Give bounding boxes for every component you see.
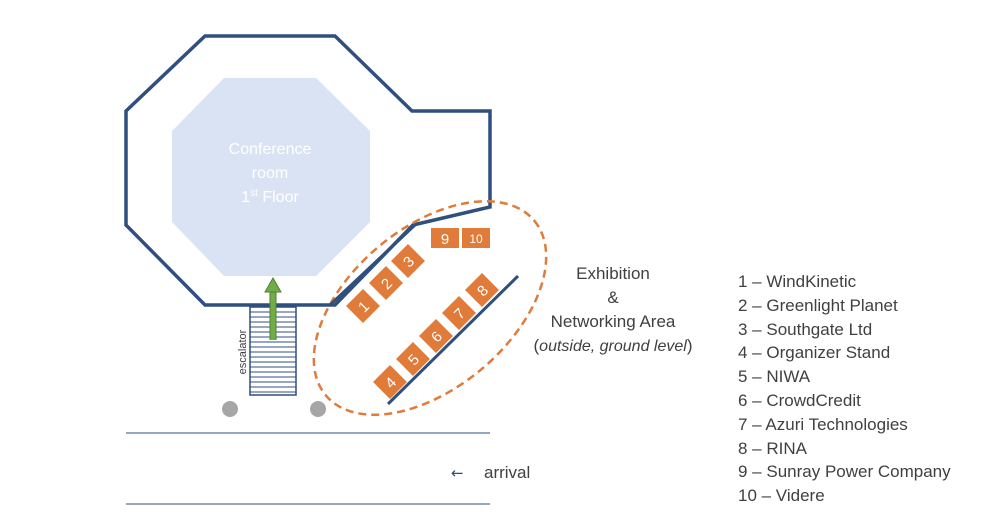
escalator-steps (250, 311, 296, 393)
legend-item: 4 – Organizer Stand (738, 343, 891, 363)
exhibition-label-line3: Networking Area (551, 312, 676, 331)
booth-9: 9 (431, 228, 459, 248)
legend-item: 8 – RINA (738, 438, 807, 458)
booth-7: 7 (442, 296, 476, 330)
booth-4: 4 (373, 365, 407, 399)
legend-item: 5 – NIWA (738, 367, 811, 387)
escalator (249, 306, 297, 396)
legend-item: 9 – Sunray Power Company (738, 462, 951, 482)
exhibition-label-line4: (outside, ground level) (534, 336, 693, 355)
conference-room (172, 78, 370, 276)
exhibition-label-location: outside, ground level (539, 338, 687, 355)
booth-9-label: 9 (441, 231, 449, 248)
conference-room-label-line2: room (252, 165, 288, 182)
conference-room-label-line3: 1st Floor (241, 188, 299, 206)
legend-item: 3 – Southgate Ltd (738, 319, 873, 339)
legend-item: 6 – CrowdCredit (738, 390, 861, 410)
exhibition-label-line1: Exhibition (576, 264, 650, 283)
booth-10-label: 10 (469, 232, 483, 246)
legend-item: 1 – WindKinetic (738, 272, 857, 291)
floor-ordinal-suffix: st (250, 188, 258, 199)
conference-room-label-line1: Conference (229, 141, 312, 158)
legend-item: 7 – Azuri Technologies (738, 414, 908, 434)
booth-8: 8 (465, 273, 499, 307)
escalator-label: escalator (237, 329, 249, 374)
booth-legend: 1 – WindKinetic 2 – Greenlight Planet 3 … (738, 270, 951, 508)
booth-6: 6 (419, 319, 453, 353)
exhibition-label: Exhibition & Networking Area (outside, g… (534, 264, 693, 355)
exhibition-label-open-paren: ( (534, 336, 540, 355)
escalator-up-arrow-icon (264, 276, 282, 340)
booth-2: 2 (369, 266, 403, 300)
floor-word: Floor (258, 189, 300, 206)
exhibition-label-close-paren: ) (687, 336, 693, 355)
booth-5: 5 (396, 342, 430, 376)
booth-10: 10 (462, 228, 490, 248)
exhibition-area-boundary (312, 199, 548, 417)
booth-row-wall-lower (386, 274, 520, 406)
arrival-label: arrival (484, 463, 530, 482)
exhibition-label-line2: & (607, 288, 619, 307)
booth-3: 3 (391, 244, 425, 278)
booth-row-wall-upper (328, 222, 418, 307)
pillar-right (310, 401, 326, 417)
arrival-arrow-icon: ← (451, 464, 464, 482)
pillar-left (222, 401, 238, 417)
booth-1: 1 (346, 289, 380, 323)
legend-item: 10 – Videre (738, 486, 825, 506)
floor-number: 1 (241, 189, 250, 206)
legend-item: 2 – Greenlight Planet (738, 295, 898, 315)
